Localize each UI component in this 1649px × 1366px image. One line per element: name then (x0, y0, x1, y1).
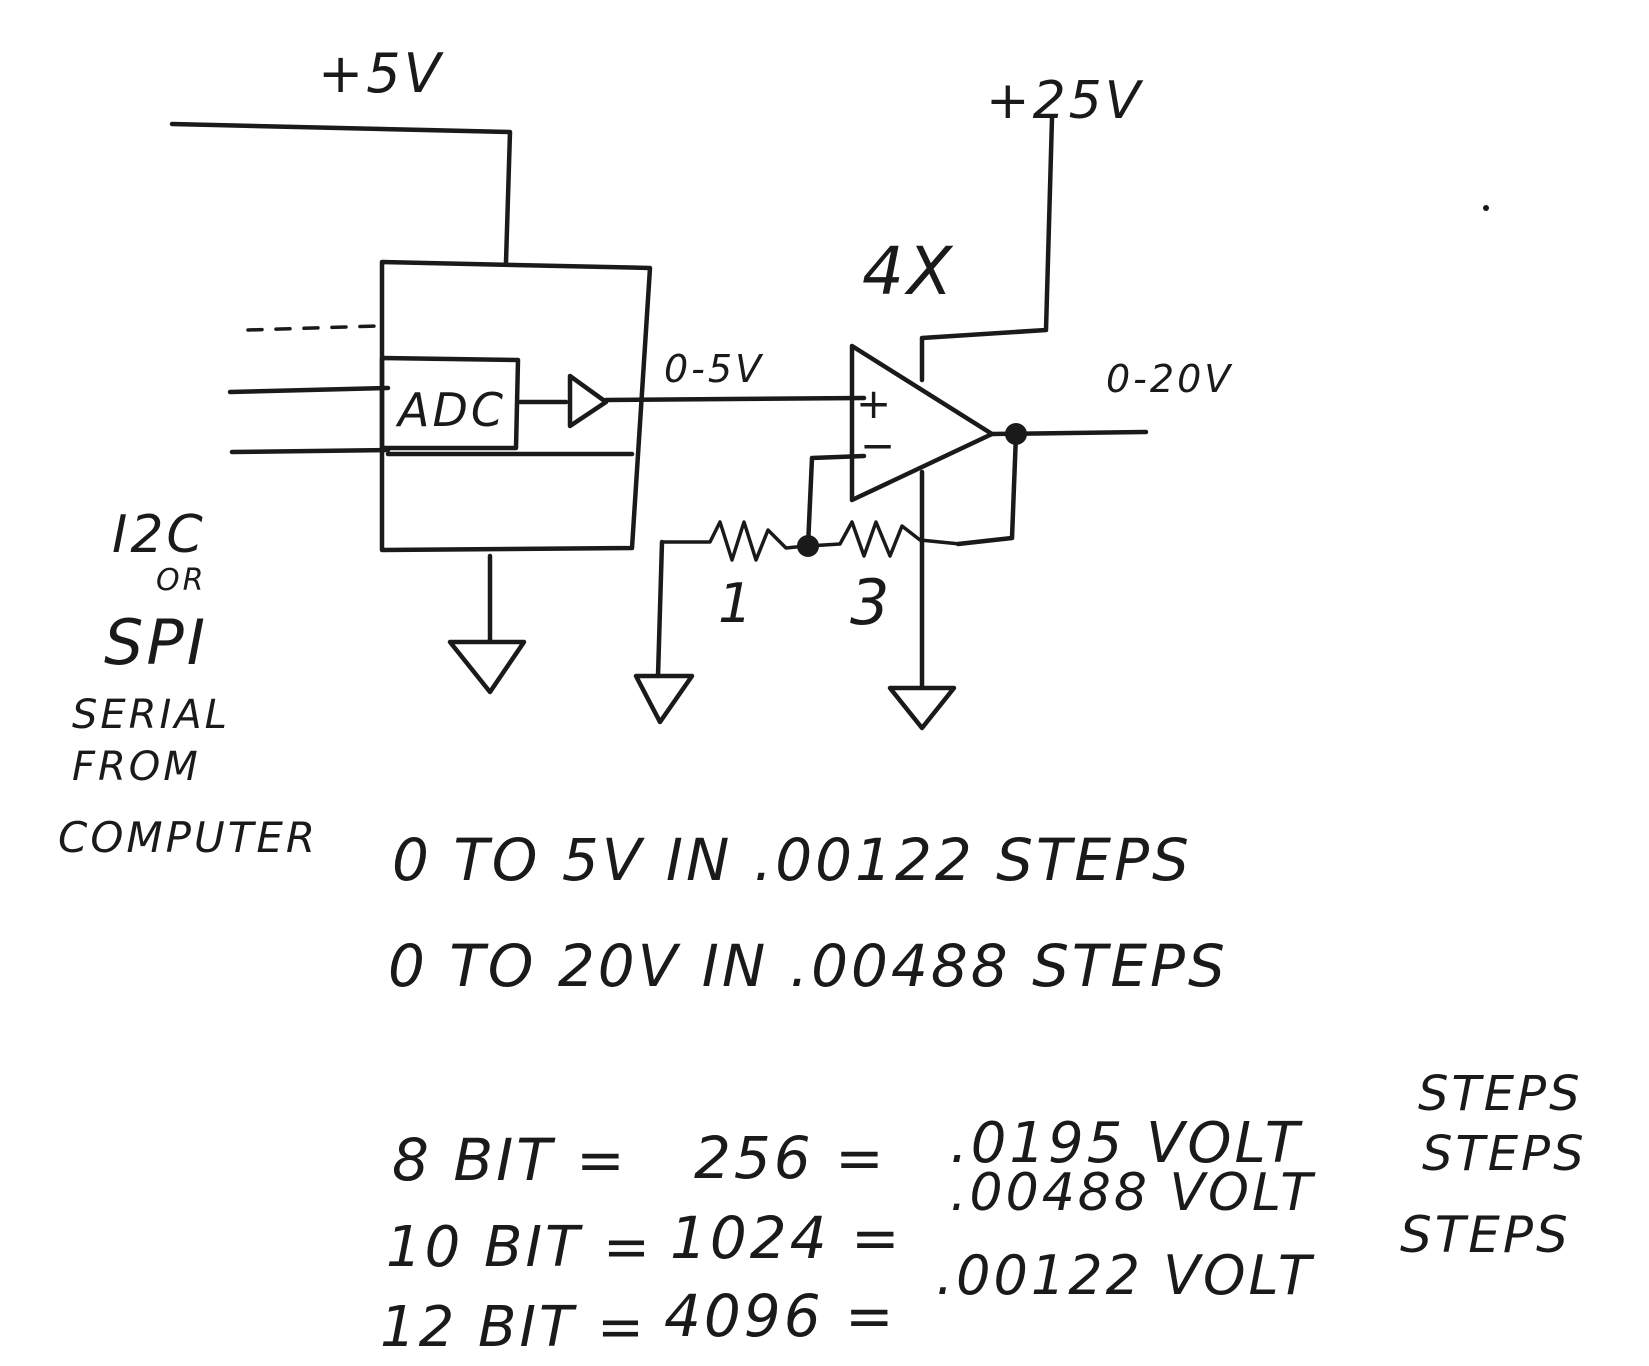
table-row: 8 BIT = 256 = .0195 VOLT STEPS (392, 1066, 1583, 1194)
converter-package (379, 259, 653, 553)
row-step: .00122 VOLT (936, 1244, 1315, 1307)
bus-line-5: FROM (72, 744, 201, 790)
bus-line-6: COMPUTER (58, 813, 318, 862)
adc-box (379, 355, 635, 457)
row-bits: 12 BIT = (380, 1295, 647, 1360)
note-5v-steps: 0 TO 5V IN .00122 STEPS (392, 826, 1192, 894)
note-20v-steps: 0 TO 20V IN .00488 STEPS (388, 932, 1228, 1000)
supply-25v-label: +25V (986, 71, 1144, 131)
resistor-1 (660, 520, 808, 562)
resistor-3-label: 3 (850, 566, 892, 639)
row-bits: 10 BIT = (386, 1215, 653, 1280)
opamp-minus-label: − (860, 421, 895, 470)
supply-5v-label: +5V (318, 42, 445, 105)
dac-output-wire (603, 395, 867, 403)
row-step: .00488 VOLT (950, 1163, 1316, 1223)
bus-line-3: SPI (104, 606, 208, 679)
row-count: 4096 = (664, 1282, 897, 1350)
row-bits: 8 BIT = (392, 1126, 628, 1194)
table-row: 10 BIT = 1024 = .00488 VOLT STEPS (386, 1126, 1587, 1280)
serial-input-lines (227, 324, 391, 455)
feedback-network (633, 431, 1019, 725)
adc-label: ADC (395, 383, 506, 437)
table-row: 12 BIT = 4096 = .00122 VOLT STEPS (380, 1206, 1571, 1360)
row-unit: STEPS (1400, 1206, 1571, 1264)
bus-line-1: I2C (112, 505, 206, 565)
row-count: 256 = (694, 1124, 887, 1192)
resistor-3 (806, 520, 962, 558)
resistor-1-label: 1 (718, 572, 755, 635)
amp-output-range-label: 0-20V (1106, 357, 1233, 401)
buffer-triangle (517, 373, 609, 429)
supply-5v-wire (169, 121, 513, 265)
opamp-ground (887, 469, 957, 731)
dac-output-range-label: 0-5V (664, 347, 764, 391)
bus-caption: I2C OR SPI SERIAL FROM COMPUTER (58, 505, 318, 862)
bus-line-4: SERIAL (72, 692, 230, 738)
resolution-table: 8 BIT = 256 = .0195 VOLT STEPS 10 BIT = … (380, 1066, 1587, 1360)
row-unit: STEPS (1418, 1066, 1583, 1122)
row-step: .0195 VOLT (950, 1111, 1303, 1176)
stray-mark (1483, 205, 1489, 211)
bus-line-2: OR (156, 563, 206, 598)
supply-25v-wire (919, 115, 1055, 383)
opamp-triangle (849, 343, 995, 503)
converter-ground (447, 553, 527, 695)
row-unit: STEPS (1422, 1126, 1587, 1182)
row-count: 1024 = (670, 1204, 903, 1272)
gain-label: 4X (862, 233, 955, 310)
opamp-plus-label: + (856, 379, 891, 428)
